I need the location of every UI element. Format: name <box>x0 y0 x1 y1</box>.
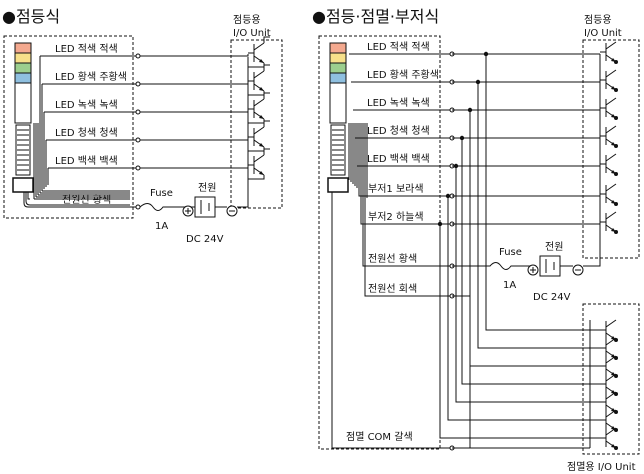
left-transistor <box>248 70 265 92</box>
left-fuse-label: Fuse <box>150 188 173 199</box>
left-transistor <box>248 98 265 120</box>
right-transistor-bottom <box>600 391 617 413</box>
right-wire-label: LED 녹색 녹색 <box>367 97 430 109</box>
right-transistor-top <box>600 183 617 205</box>
right-transistor-top <box>600 69 617 91</box>
right-transistor-top <box>600 97 617 119</box>
right-fuse-rating: 1A <box>503 280 516 291</box>
right-transistor-bottom <box>600 427 617 449</box>
right-transistor-top <box>600 153 617 175</box>
left-wire-label: LED 녹색 녹색 <box>55 99 118 111</box>
left-wire-group <box>23 55 138 208</box>
right-io-top-label: 점등용 <box>584 14 612 26</box>
left-io-label-2: I/O Unit <box>233 28 271 39</box>
right-wire-label: LED 황색 주황색 <box>367 69 439 81</box>
right-power-rating: DC 24V <box>533 292 571 303</box>
left-fuse-rating: 1A <box>155 221 168 232</box>
left-wire-label: LED 청색 청색 <box>55 127 118 139</box>
right-wire-label: LED 적색 적색 <box>367 41 430 53</box>
right-power-label: 전원 <box>545 241 563 253</box>
right-transistor-bottom <box>600 409 617 431</box>
left-lamp-box <box>3 35 134 219</box>
right-transistor-bottom <box>600 355 617 377</box>
left-transistor <box>248 154 265 176</box>
right-transistor-top <box>600 211 617 233</box>
right-signal-tower <box>327 42 349 193</box>
right-wire-label: LED 백색 백색 <box>367 153 430 165</box>
right-transistor-bottom <box>600 373 617 395</box>
left-io-box <box>230 39 283 209</box>
right-wire-group: LED 적색 적색 LED 황색 주황색 LED 녹색 녹색 LED 청색 청색 LED… <box>331 41 600 451</box>
left-transistor-group <box>247 36 270 185</box>
left-wire-label: LED 백색 백색 <box>55 155 118 167</box>
left-signal-tower <box>12 42 34 193</box>
right-power-circuit <box>452 245 601 277</box>
right-com-label: 점멸 COM 갈색 <box>346 430 413 443</box>
right-fuse-label: Fuse <box>499 247 522 258</box>
right-transistor-top <box>600 41 617 63</box>
left-transistor <box>248 126 265 148</box>
left-wire-label: 전원선 황색 <box>62 194 111 206</box>
right-io-top-label-2: I/O Unit <box>584 28 622 39</box>
right-io-bottom-box <box>582 303 640 455</box>
right-wire-label: 부저2 하늘색 <box>368 210 424 223</box>
left-power-label: 전원 <box>198 182 216 194</box>
right-transistor-bottom <box>600 337 617 359</box>
left-power-circuit <box>139 185 249 218</box>
right-wire-label: 전원선 회색 <box>368 283 417 295</box>
left-wire-label: LED 황색 주황색 <box>55 71 127 83</box>
right-title: ●점등·점멸·부저식 <box>312 7 439 26</box>
right-wire-label: LED 청색 청색 <box>367 125 430 137</box>
right-wire-label: 전원선 황색 <box>368 253 417 265</box>
right-io-top-box <box>582 39 640 259</box>
left-power-rating: DC 24V <box>186 234 224 245</box>
right-io-bottom-label: 점멸용 I/O Unit <box>567 461 636 473</box>
right-wire-label: 부저1 보라색 <box>368 183 424 195</box>
right-transistor-top <box>600 125 617 147</box>
left-title: ●점등식 <box>2 7 60 26</box>
right-transistor-group <box>589 41 618 450</box>
left-io-label: 점등용 <box>233 14 261 26</box>
left-wire-label: LED 적색 적색 <box>55 43 118 55</box>
right-transistor-bottom <box>600 319 617 341</box>
left-transistor <box>248 42 265 64</box>
